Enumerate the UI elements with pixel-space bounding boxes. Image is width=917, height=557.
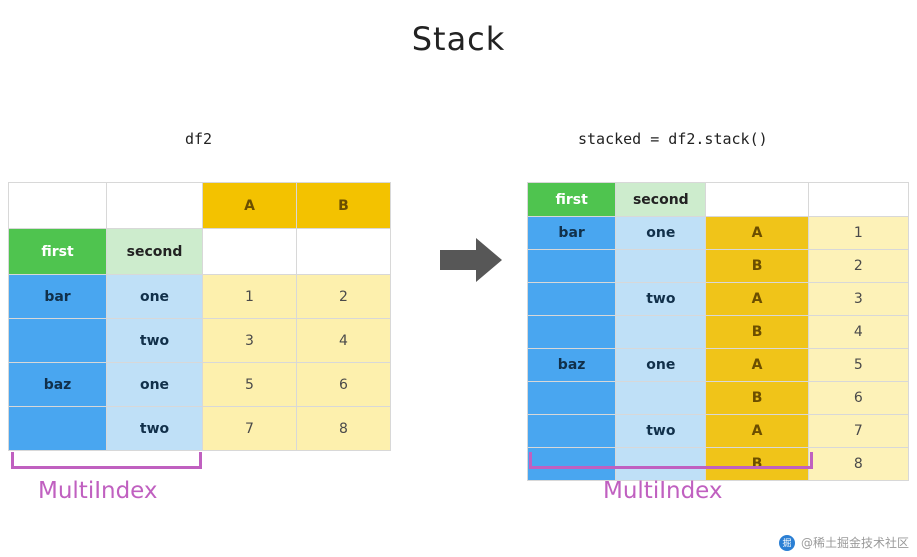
index-header-first: first <box>526 182 617 217</box>
cell-second: two <box>615 282 707 316</box>
table-row: two 3 4 <box>8 318 391 363</box>
table-row: two A 7 <box>526 414 910 448</box>
right-stacked-table: first second bar one A 1 B 2 two A 3 B <box>526 182 910 481</box>
cell-first: bar <box>8 274 107 319</box>
cell-value: 6 <box>807 381 910 415</box>
stack-arrow-icon <box>440 238 502 282</box>
cell-first <box>526 414 617 448</box>
cell-level3: A <box>705 348 809 382</box>
cell-first <box>526 249 617 283</box>
right-multiindex-bracket <box>529 452 813 469</box>
cell-blank <box>106 182 203 229</box>
cell-value: 3 <box>807 282 910 316</box>
cell-second: one <box>106 362 203 407</box>
cell-level3: B <box>705 447 809 481</box>
column-header-b: B <box>296 182 391 229</box>
cell-level3: B <box>705 315 809 349</box>
left-multiindex-label: MultiIndex <box>38 478 158 504</box>
cell-value-b: 2 <box>296 274 391 319</box>
cell-second: two <box>106 318 203 363</box>
cell-level3: A <box>705 282 809 316</box>
cell-blank <box>296 228 391 275</box>
cell-value-b: 4 <box>296 318 391 363</box>
left-dataframe-table: A B first second bar one 1 2 two 3 4 baz… <box>8 182 391 451</box>
cell-second <box>615 315 707 349</box>
cell-second: two <box>615 414 707 448</box>
left-code-label: df2 <box>185 130 213 148</box>
cell-blank <box>807 182 910 217</box>
cell-first <box>8 406 107 451</box>
table-row: baz one A 5 <box>526 348 910 382</box>
right-code-label: stacked = df2.stack() <box>578 130 768 148</box>
cell-value: 4 <box>807 315 910 349</box>
cell-first: bar <box>526 216 617 250</box>
cell-first <box>526 381 617 415</box>
watermark-badge-icon: 掘 <box>778 534 795 551</box>
index-header-second: second <box>106 228 203 275</box>
cell-value-a: 1 <box>202 274 297 319</box>
cell-value-b: 8 <box>296 406 391 451</box>
cell-value: 8 <box>807 447 910 481</box>
cell-value-b: 6 <box>296 362 391 407</box>
page-title: Stack <box>411 20 506 58</box>
index-header-first: first <box>8 228 107 275</box>
table-row: A B <box>8 182 391 229</box>
cell-value-a: 7 <box>202 406 297 451</box>
cell-second <box>615 381 707 415</box>
cell-value: 2 <box>807 249 910 283</box>
column-header-a: A <box>202 182 297 229</box>
cell-second <box>615 249 707 283</box>
cell-value-a: 5 <box>202 362 297 407</box>
cell-first <box>526 447 617 481</box>
cell-first <box>526 282 617 316</box>
watermark-text: @稀土掘金技术社区 <box>800 536 909 550</box>
table-row: bar one 1 2 <box>8 274 391 319</box>
table-row: first second <box>8 228 391 275</box>
cell-level3: A <box>705 216 809 250</box>
right-multiindex-label: MultiIndex <box>603 478 723 504</box>
cell-blank <box>705 182 809 217</box>
cell-second: one <box>615 348 707 382</box>
cell-first <box>526 315 617 349</box>
cell-value-a: 3 <box>202 318 297 363</box>
table-row: B 4 <box>526 315 910 349</box>
cell-value: 5 <box>807 348 910 382</box>
cell-level3: B <box>705 381 809 415</box>
cell-blank <box>8 182 107 229</box>
table-row: two A 3 <box>526 282 910 316</box>
table-row: first second <box>526 182 910 217</box>
cell-level3: B <box>705 249 809 283</box>
left-multiindex-bracket <box>11 452 202 469</box>
cell-first <box>8 318 107 363</box>
cell-second: two <box>106 406 203 451</box>
watermark: 掘 @稀土掘金技术社区 <box>778 534 909 551</box>
cell-first: baz <box>526 348 617 382</box>
cell-second: one <box>615 216 707 250</box>
cell-value: 7 <box>807 414 910 448</box>
index-header-second: second <box>615 182 707 217</box>
table-row: baz one 5 6 <box>8 362 391 407</box>
cell-second: one <box>106 274 203 319</box>
cell-second <box>615 447 707 481</box>
table-row: B 8 <box>526 447 910 481</box>
cell-level3: A <box>705 414 809 448</box>
table-row: B 6 <box>526 381 910 415</box>
table-row: bar one A 1 <box>526 216 910 250</box>
table-row: B 2 <box>526 249 910 283</box>
cell-blank <box>202 228 297 275</box>
cell-value: 1 <box>807 216 910 250</box>
cell-first: baz <box>8 362 107 407</box>
table-row: two 7 8 <box>8 406 391 451</box>
